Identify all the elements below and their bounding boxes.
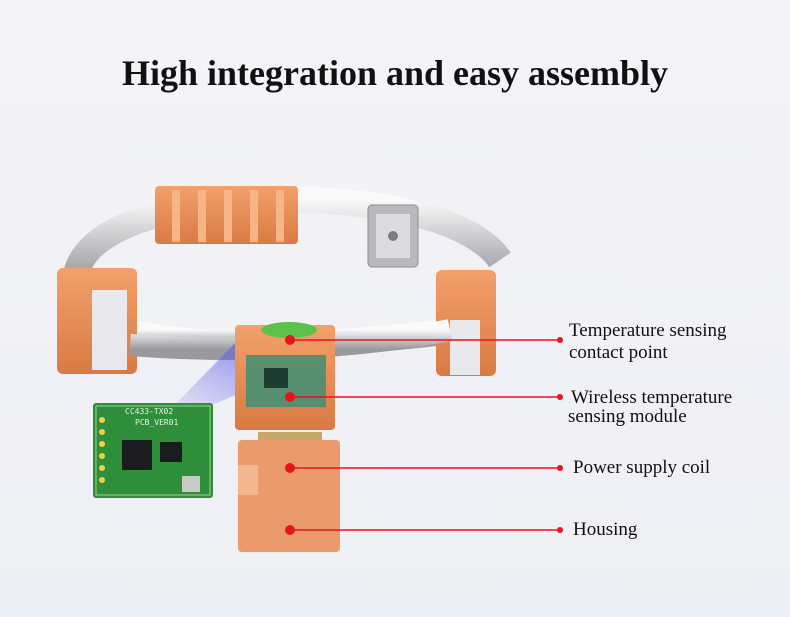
right-insulator-pad — [436, 270, 496, 376]
callout-dot-module — [285, 392, 295, 402]
callout-wireless-module-line1: Wireless temperature — [571, 387, 733, 408]
callout-housing: Housing — [573, 519, 638, 540]
callout-dot-housing — [285, 525, 295, 535]
callouts — [285, 335, 563, 535]
metal-buckle — [367, 204, 419, 268]
callout-power-coil: Power supply coil — [573, 457, 711, 478]
callout-dot-coil — [285, 463, 295, 473]
left-insulator-pad — [57, 268, 137, 374]
page-title: High integration and easy assembly — [121, 53, 669, 93]
pcb-label-1: CC433-TX02 — [125, 407, 173, 416]
callout-wireless-module-line2: sensing module — [568, 406, 687, 427]
callout-dot-contact — [285, 335, 295, 345]
pcb-label-2: PCB_VER01 — [135, 418, 179, 427]
pcb-module: CC433-TX02 PCB_VER01 — [93, 403, 213, 498]
callout-contact-point-line2: contact point — [569, 342, 668, 363]
top-insulator-pad — [155, 186, 298, 244]
callout-contact-point-line1: Temperature sensing — [569, 320, 727, 341]
sensor-housing — [235, 322, 340, 552]
